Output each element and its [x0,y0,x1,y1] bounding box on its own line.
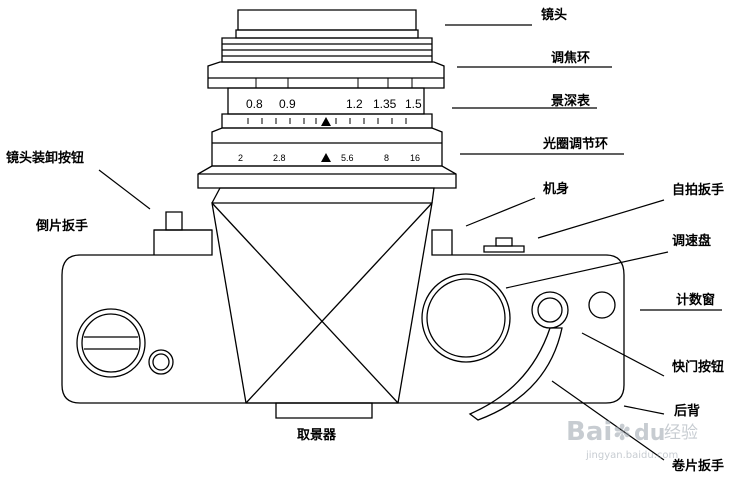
aperture-number: 2 [238,153,243,163]
counter-window-shape [588,291,616,319]
viewfinder-eyepiece [275,402,373,419]
depth-number: 0.9 [279,97,296,111]
lens-mount [197,165,457,189]
rewind-knob [165,211,183,231]
label-rewind-lever: 倒片扳手 [35,218,88,234]
lens-front [237,9,417,31]
aperture-number: 2.8 [273,153,286,163]
pentaprism [211,202,433,404]
label-speed-dial: 调速盘 [672,233,711,249]
advance-lever-shape [468,327,563,421]
watermark-paw-icon: ✽ [613,421,631,446]
label-focus-ring: 调焦环 [551,50,590,66]
lens-barrel [235,29,419,39]
depth-number: 1.2 [346,97,363,111]
label-lens-release: 镜头装卸按钮 [6,150,84,166]
aperture-index-mark [321,153,331,162]
depth-number: 0.8 [246,97,263,111]
watermark-brand: Bai [566,417,612,447]
label-lens: 镜头 [541,7,567,23]
self-timer-top [483,245,525,253]
aperture-number: 8 [384,153,389,163]
watermark: Bai ✽ du 经验 jingyan.baidu.com [566,417,698,461]
label-back: 后背 [674,403,700,419]
depth-number: 1.5 [405,97,422,111]
label-aperture-ring: 光圈调节环 [542,136,608,152]
watermark-du: du [634,421,665,446]
label-shutter-button: 快门按钮 [672,359,724,375]
depth-index-mark [321,117,331,126]
depth-number: 1.35 [373,97,397,111]
aperture-number: 16 [410,153,420,163]
label-counter-window: 计数窗 [676,292,715,308]
label-viewfinder: 取景器 [297,428,337,443]
watermark-url: jingyan.baidu.com [585,450,678,461]
speed-dial-shape [421,273,511,363]
small-button [148,349,174,375]
label-self-timer: 自拍扳手 [672,182,724,198]
leader-lines [98,24,722,461]
depth-scale-ticks [247,78,413,124]
rewind-dial [76,308,146,378]
aperture-number: 5.6 [341,153,354,163]
label-advance-lever: 卷片扳手 [672,458,724,474]
label-depth-scale: 景深表 [551,93,591,109]
watermark-cn: 经验 [664,423,698,443]
focus-ring-shape [207,61,445,89]
label-body: 机身 [543,181,569,197]
